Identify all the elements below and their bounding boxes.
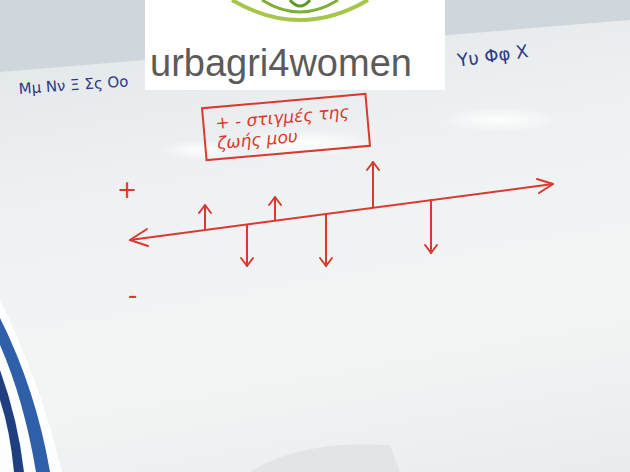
alphabet-text: Υυ Φφ Χ	[456, 40, 529, 71]
logo-panel	[145, 0, 445, 90]
box-text: + - στιγμές της ζωής μου	[215, 101, 358, 153]
alphabet-text: Μμ Νν Ξ Σς Οο	[18, 72, 129, 98]
down-arrow	[325, 214, 327, 266]
up-arrow	[274, 197, 276, 220]
down-arrow	[246, 225, 248, 266]
plus-sign: +	[117, 176, 137, 204]
down-arrow	[430, 200, 432, 253]
up-arrow	[372, 162, 374, 207]
up-arrow	[204, 205, 206, 229]
frame-swoosh	[0, 300, 62, 472]
arrow-head	[425, 245, 437, 253]
timeline-line	[130, 184, 553, 240]
arrow-head	[367, 162, 379, 170]
arrow-head	[269, 197, 281, 205]
arrow-head	[241, 258, 253, 266]
logo-text: urbagri4women	[150, 42, 412, 85]
logo-leaf	[262, 0, 338, 12]
minus-sign: -	[128, 280, 137, 310]
title-box: + - στιγμές της ζωής μου	[201, 93, 371, 161]
arrow-head	[199, 205, 211, 213]
frame-swoosh	[0, 318, 50, 472]
light-glare	[440, 108, 560, 132]
arrow-head	[130, 229, 148, 246]
arrow-head	[320, 258, 332, 266]
frame-swoosh	[250, 444, 400, 472]
frame-swoosh	[0, 370, 24, 472]
logo-leaf	[232, 0, 368, 20]
logo-leaf	[290, 0, 310, 6]
arrow-head	[537, 179, 553, 193]
